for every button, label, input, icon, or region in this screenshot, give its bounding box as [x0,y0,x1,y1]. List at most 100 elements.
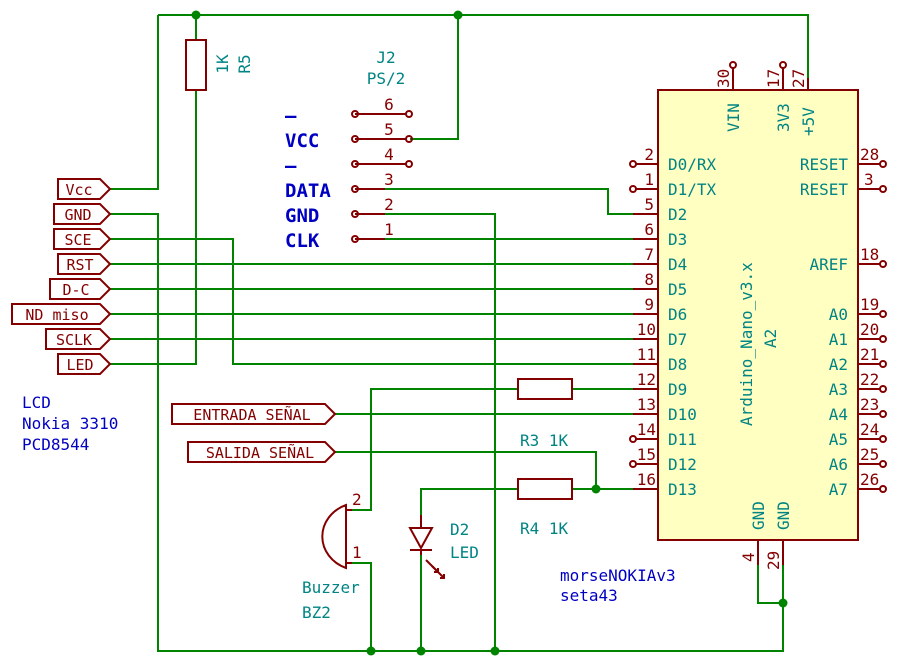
nano-pin-num: 25 [860,445,879,464]
signal-label-text: SALIDA_SEÑAL [206,443,314,462]
r5-value: 1K [213,54,232,74]
nano-pin-num: 26 [860,470,879,489]
buzzer-bz2: 2 1 Buzzer BZ2 [302,490,362,622]
nano-pin-name: RESET [800,180,849,199]
nano-pin-name: A1 [829,330,848,349]
buzzer-name: Buzzer [302,578,360,597]
nano-pin-num: 2 [644,145,654,164]
r4-label: R4 1K [520,519,569,538]
nano-pin-num: 10 [637,320,656,339]
j2-pin-num: 5 [384,120,394,139]
lcd-label-sclk: SCLK [45,328,112,350]
lcd-line1: LCD [22,393,51,412]
lcd-label-text: Vcc [65,181,92,199]
nano-pin-num: 29 [764,551,783,570]
nano-pin-name: D3 [668,230,687,249]
led-ref: D2 [450,520,469,539]
nano-pin-name: D7 [668,330,687,349]
nano-pin-name: AREF [809,255,848,274]
signal-label-salida: SALIDA_SEÑAL [187,441,337,463]
nano-pin-num: 24 [860,420,879,439]
r3-label: R3 1K [520,431,569,450]
nano-pin-name: D6 [668,305,687,324]
nano-ref: A2 [761,329,780,348]
resistor-r5: 1K R5 [185,39,254,91]
nano-pin-num: 12 [637,370,656,389]
nano-right-pins [858,160,887,493]
nano-pin-num: 20 [860,320,879,339]
j2-name: PS/2 [367,69,406,88]
nano-pin-num: 27 [789,69,808,88]
lcd-label-nd-miso: ND_miso [11,303,112,325]
j2-pin-num: 4 [384,145,394,164]
connector-j2: J2 PS/2 6 5 4 3 2 1 – VCC – DATA GND CLK [285,48,413,252]
buzzer-ref: BZ2 [302,603,331,622]
j2-ref: J2 [376,48,395,67]
nano-pin-num: 21 [860,345,879,364]
lcd-label-text: RST [66,256,93,274]
lcd-label-sce: SCE [53,228,112,250]
nano-pin-num: 19 [860,295,879,314]
junctions [191,10,788,656]
nano-pin-num: 14 [637,420,656,439]
nano-bottom-pins: 4 29 GND GND [739,501,793,570]
nano-pin-name: D12 [668,455,697,474]
nano-pin-num: 30 [714,69,733,88]
resistor-r4: R4 1K [517,478,573,538]
j2-pin-label: DATA [285,180,331,202]
j2-pin-label: CLK [285,230,320,252]
nano-pin-num: 23 [860,395,879,414]
title-line2: seta43 [560,586,618,605]
led-name: LED [450,543,479,562]
nano-pin-name: +5V [799,107,818,136]
nano-pin-name: 3V3 [774,103,793,132]
j2-pin-num: 6 [384,95,394,114]
nano-pin-name: D13 [668,480,697,499]
nano-pin-num: 8 [644,270,654,289]
nano-pin-name: VIN [724,103,743,132]
signal-label-text: ENTRADA_SEÑAL [193,405,310,424]
nano-pin-num: 11 [637,345,656,364]
nano-pin-name: A0 [829,305,848,324]
nano-pin-name: D5 [668,280,687,299]
nano-pin-name: D1/TX [668,180,717,199]
nano-pin-num: 22 [860,370,879,389]
nano-pin-num: 28 [860,145,879,164]
nano-pin-name: RESET [800,155,849,174]
nano-pin-num: 7 [644,245,654,264]
lcd-label-text: ND_miso [25,306,88,324]
nano-pin-num: 13 [637,395,656,414]
lcd-line3: PCD8544 [22,435,89,454]
sheet-title: morseNOKIAv3 seta43 [560,566,676,605]
nano-pin-num: 15 [637,445,656,464]
wires [110,14,809,652]
j2-pins [351,110,413,243]
nano-pin-num: 9 [644,295,654,314]
nano-pin-name: D8 [668,355,687,374]
lcd-label-led: LED [57,353,112,375]
j2-pin-num: 1 [384,220,394,239]
j2-pin-label: VCC [285,130,319,152]
j2-pin-label: GND [285,205,319,227]
nano-pin-name: GND [749,501,768,530]
lcd-label-text: D-C [62,281,89,299]
lcd-label-rst: RST [57,253,112,275]
nano-left-pin-names: D0/RX D1/TX D2 D3 D4 D5 D6 D7 D8 D9 D10 … [668,155,717,499]
resistor-r3: R3 1K [517,378,573,450]
lcd-connector-labels: Vcc GND SCE RST D-C ND_miso SCLK LED [11,178,112,375]
lcd-label-text: SCLK [56,331,92,349]
lcd-line2: Nokia 3310 [22,414,118,433]
nano-right-pin-names: RESET RESET AREF A0 A1 A2 A3 A4 A5 A6 A7 [800,155,849,499]
title-line1: morseNOKIAv3 [560,566,676,585]
j2-pin-label: – [285,105,297,127]
nano-pin-num: 16 [637,470,656,489]
lcd-label-text: LED [66,356,93,374]
lcd-label-gnd: GND [53,203,112,225]
nano-pin-name: A6 [829,455,848,474]
nano-pin-name: GND [774,501,793,530]
nano-top-pins: 30 17 27 VIN 3V3 +5V [714,61,818,136]
nano-pin-name: D4 [668,255,687,274]
signal-label-entrada: ENTRADA_SEÑAL [171,403,337,425]
buzzer-pin-num: 1 [352,543,362,562]
